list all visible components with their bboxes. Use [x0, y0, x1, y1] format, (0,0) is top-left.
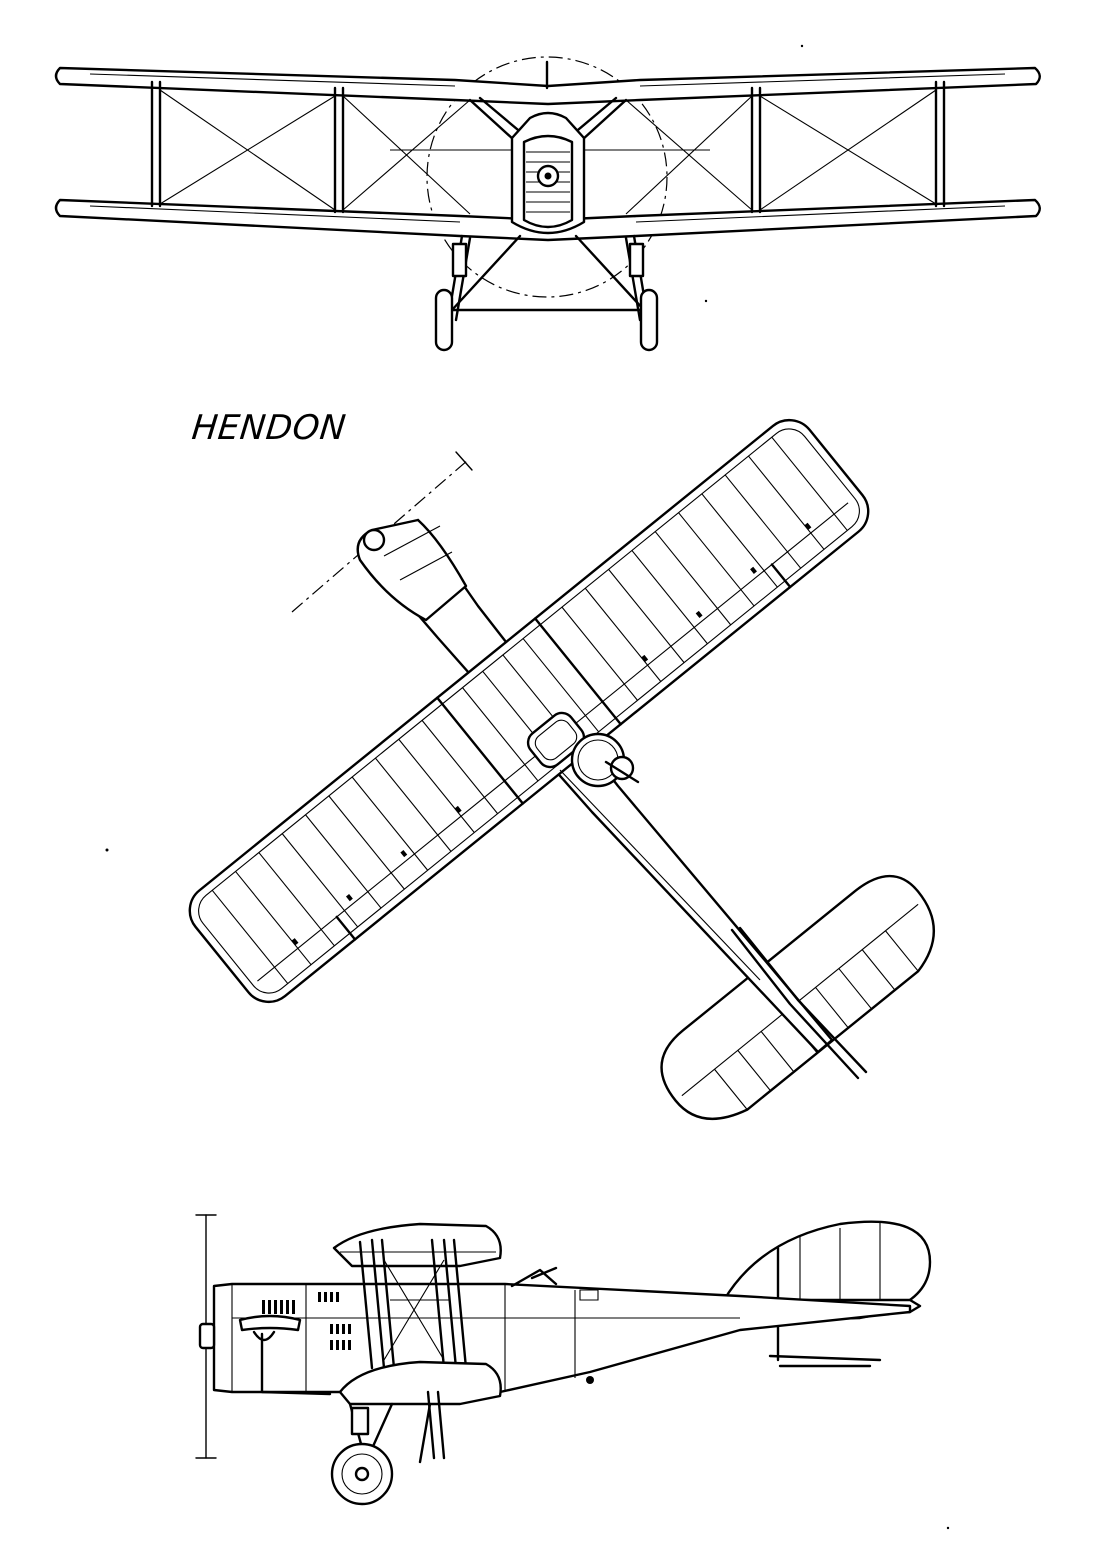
gun-side — [512, 1270, 556, 1286]
interplane-struts — [152, 82, 944, 212]
aircraft-name-label: HENDON — [189, 408, 348, 448]
front-view — [56, 57, 1040, 350]
lower-wing-detail — [90, 206, 1005, 222]
scan-specks — [105, 44, 950, 1530]
propeller-disc — [427, 57, 667, 297]
oleo-leg-side — [352, 1408, 368, 1434]
rear-cockpit-side — [580, 1290, 598, 1300]
wheel-left-front — [436, 290, 452, 350]
engine-cowling-plan — [358, 520, 466, 620]
upper-wing-plan — [179, 410, 879, 1013]
oleo-leg-right — [630, 244, 643, 276]
spinner-plan — [364, 530, 384, 550]
wheel-right-front — [641, 290, 657, 350]
lower-wing-side — [340, 1362, 501, 1404]
upper-wing-side — [334, 1224, 501, 1266]
cowling-louvres — [262, 1292, 351, 1350]
propeller-hub-side — [200, 1324, 214, 1348]
gun-plan — [606, 762, 638, 782]
undercarriage-front — [448, 236, 648, 320]
tailskid-side — [770, 1356, 880, 1366]
fin-plan — [732, 930, 858, 1078]
upper-wing-detail — [90, 74, 1005, 86]
oleo-leg-left — [453, 244, 466, 276]
exhaust-pipe — [262, 1334, 330, 1394]
radiator-intake-side — [240, 1316, 300, 1330]
plan-view — [179, 410, 957, 1142]
gun-ring-plan — [611, 757, 633, 779]
front-cockpit-plan — [523, 708, 589, 772]
bracing-wires — [160, 90, 936, 214]
bracing-side — [384, 1260, 450, 1360]
side-view — [196, 1215, 930, 1504]
